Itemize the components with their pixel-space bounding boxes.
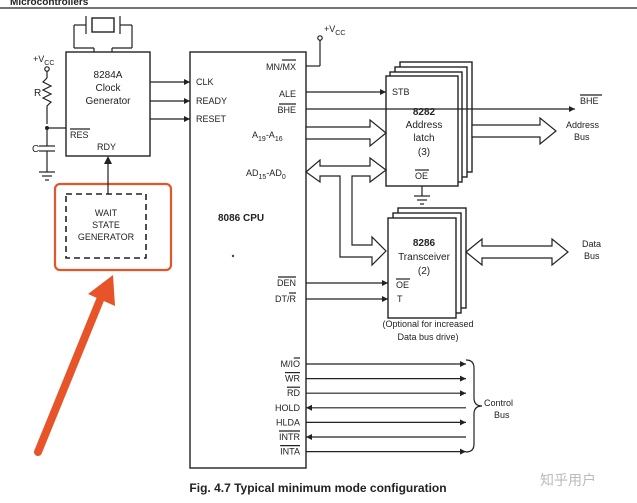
capacitor-symbol (39, 128, 55, 172)
clock-gen-line3: Generator (85, 96, 131, 107)
control-pins-group: M/IO WR RD HOLD HLDA INTR INTA (275, 357, 466, 457)
cpu-pin-ale: ALE (279, 89, 296, 99)
cpu-control-pin-label: HOLD (275, 403, 301, 413)
note-line2: Data bus drive) (397, 332, 458, 342)
red-annotation-arrow (34, 275, 115, 456)
highlight-frame (53, 182, 173, 272)
wait-line2: STATE (92, 220, 120, 230)
data-bus-arrow (465, 237, 569, 267)
speck (231, 254, 235, 258)
watermark: 知乎用户 (540, 472, 596, 488)
rdy-pin-label: RDY (97, 142, 116, 152)
bhe-output-label: BHE (580, 96, 599, 106)
address-high-bus-arrow (305, 118, 387, 148)
cpu-control-pin-label: WR (285, 374, 300, 384)
control-pin-arrow (460, 390, 466, 397)
ground-symbol-left (39, 171, 55, 181)
cpu-pin-den: DEN (277, 278, 296, 288)
wait-line1: WAIT (95, 208, 118, 218)
cpu-control-pin-label: INTA (280, 447, 300, 457)
xcvr-t: T (397, 294, 403, 304)
note-line1: (Optional for increased (382, 319, 473, 329)
vcc-top-terminal: +VCC (306, 24, 345, 67)
ale-stb-wire (306, 89, 386, 95)
control-pin-arrow (306, 434, 312, 440)
crystal-symbol (73, 16, 133, 52)
control-pin-arrow (460, 448, 466, 455)
xcvr-line1: 8286 (413, 238, 436, 249)
cpu-pin-dt-r: DT/R (275, 294, 296, 304)
cpu-control-pin-label: HLDA (276, 417, 300, 427)
address-bus-label2: Bus (574, 132, 590, 142)
latch-line3: latch (413, 133, 434, 144)
latch-stb: STB (392, 87, 410, 97)
latch-line4: (3) (418, 147, 430, 158)
cpu-box (189, 51, 307, 469)
clock-gen-line2: Clock (95, 83, 121, 94)
control-pin-arrow (306, 404, 312, 411)
cpu-control-pin-label: INTR (279, 432, 300, 442)
page-header: Microcontrollers (10, 0, 89, 8)
address-bus-label1: Address (566, 120, 600, 130)
clock-gen-line1: 8284A (94, 70, 123, 81)
svg-text:+VCC: +VCC (33, 54, 54, 67)
cpu-control-pin-label: M/IO (281, 359, 301, 369)
cpu-pin-mn-mx: MN/MX (266, 62, 296, 72)
cpu-pin-address-high: A19-A16 (252, 130, 283, 143)
dt-r-wire (306, 296, 388, 302)
xcvr-line3: (2) (418, 266, 430, 277)
cpu-pin-reset: RESET (196, 114, 227, 124)
control-pin-arrow (460, 419, 466, 426)
resistor-label: R (34, 88, 41, 99)
resistor-symbol (41, 77, 53, 124)
control-pin-arrow (460, 361, 466, 367)
cpu-control-pin-label: RD (287, 388, 300, 398)
data-bus-label2: Bus (584, 251, 600, 261)
address-bus-arrow (471, 116, 557, 146)
bhe-output-wire (306, 106, 575, 112)
multiplexed-ad-bus (305, 156, 387, 267)
latch-line1: 8282 (413, 107, 436, 118)
control-pin-arrow (460, 375, 466, 382)
xcvr-line2: Transceiver (398, 252, 451, 263)
control-bus-label1: Control (484, 398, 513, 408)
wait-state-generator-box (65, 193, 147, 259)
res-pin-label: RES (70, 130, 89, 140)
figure-caption: Fig. 4.7 Typical minimum mode configurat… (189, 481, 446, 495)
control-bus-label2: Bus (494, 410, 510, 420)
cpu-label: 8086 CPU (218, 213, 264, 224)
latch-oe: OE (415, 171, 428, 181)
transceiver-box (387, 217, 457, 319)
cpu-pin-bhe: BHE (277, 105, 296, 115)
xcvr-oe: OE (396, 280, 409, 290)
clk-ready-reset-wires (150, 79, 190, 122)
svg-text:+VCC: +VCC (324, 24, 345, 37)
ground-symbol-latch (414, 186, 430, 205)
cpu-pin-address-data: AD15-AD0 (246, 168, 286, 181)
latch-line2: Address (406, 120, 443, 131)
cpu-pin-clk: CLK (196, 77, 214, 87)
cpu-pin-ready: READY (196, 96, 227, 106)
wait-line3: GENERATOR (78, 232, 135, 242)
rdy-arrow (104, 156, 112, 194)
control-bus-brace (465, 359, 483, 453)
data-bus-label1: Data (582, 239, 601, 249)
clock-generator-box (65, 51, 151, 157)
den-wire (306, 280, 388, 286)
vcc-left-terminal: +VCC (33, 54, 54, 78)
capacitor-label: C (32, 144, 39, 155)
